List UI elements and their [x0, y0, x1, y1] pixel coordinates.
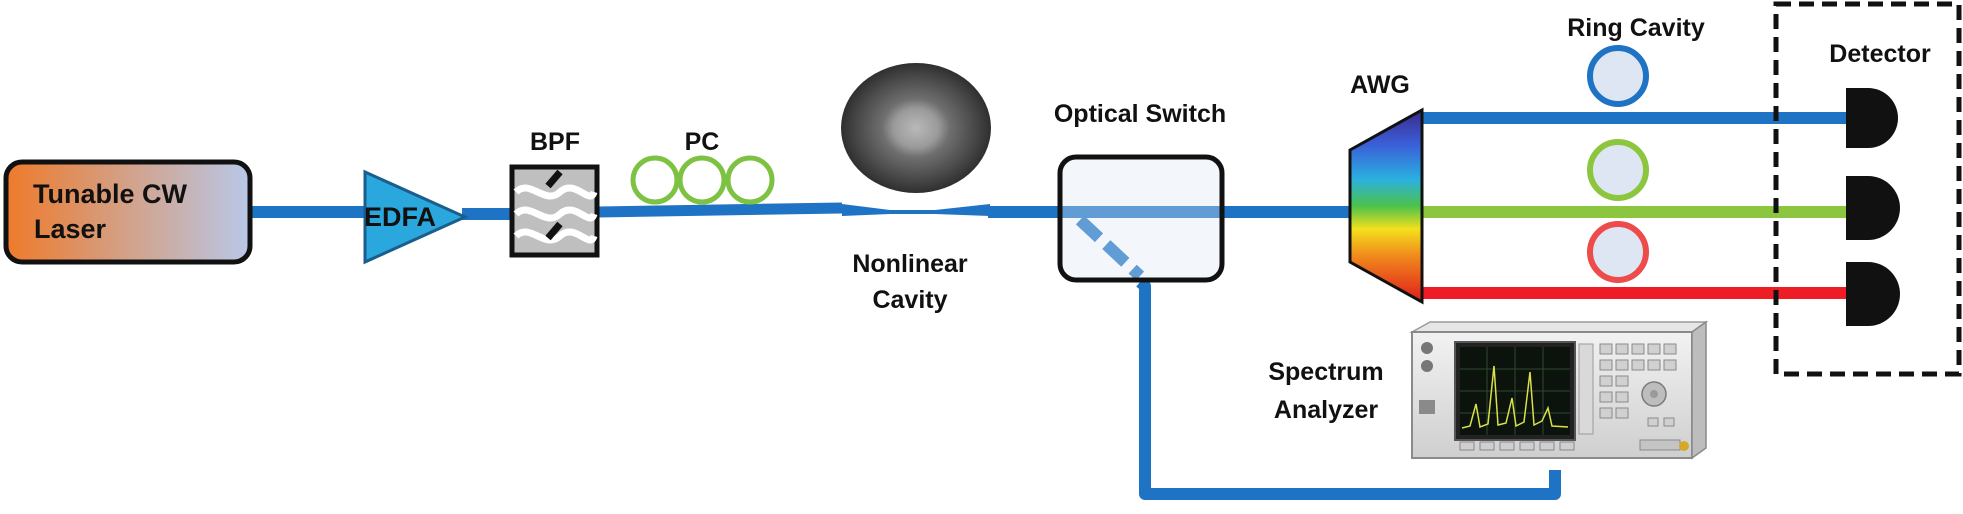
bandpass-filter: BPF [509, 128, 600, 258]
laser-label-line2: Laser [34, 214, 107, 244]
spectrum-analyzer-icon [1409, 320, 1709, 460]
optical-switch-label: Optical Switch [1054, 100, 1226, 128]
laser-source [3, 159, 253, 265]
edfa-label: EDFA [364, 202, 436, 232]
spectrum-analyzer-label-line1: Spectrum [1268, 358, 1383, 386]
fiber-switch-branch-dashed [1075, 215, 1145, 281]
polarization-controller-icon [630, 155, 775, 205]
photodetector-icon-3 [1846, 262, 1900, 326]
photodetector-icon-1 [1846, 88, 1898, 148]
pc-label: PC [685, 128, 720, 156]
detector-label: Detector [1829, 40, 1931, 68]
bandpass-filter-icon [509, 164, 600, 258]
detector-group: Detector [1773, 1, 1962, 377]
optical-switch: Optical Switch [1054, 100, 1226, 283]
nonlinear-cavity-label-line1: Nonlinear [852, 250, 968, 278]
fiber-network [250, 112, 1846, 500]
awg-icon [1348, 107, 1424, 305]
ring-cavity-label: Ring Cavity [1567, 14, 1705, 42]
polarization-controller: PC [630, 128, 775, 205]
nonlinear-cavity: Nonlinear Cavity [841, 63, 991, 314]
fiber-bpf-to-cavity [597, 202, 843, 218]
ring-cavity-icon-green [1587, 139, 1649, 201]
spectrum-analyzer-label-line2: Analyzer [1274, 396, 1378, 424]
fiber-taper [842, 204, 990, 216]
detector-boundary [1773, 1, 1962, 377]
optical-switch-icon [1057, 154, 1225, 283]
ring-cavities: Ring Cavity [1567, 14, 1705, 283]
arrayed-waveguide-grating: AWG [1348, 71, 1424, 305]
fiber-to-spectrum-analyzer [1136, 277, 1561, 500]
ring-cavity-icon-blue [1587, 45, 1649, 107]
nonlinear-cavity-label-line2: Cavity [872, 286, 947, 314]
photodetector-icon-2 [1846, 176, 1900, 240]
spectrum-analyzer: Spectrum Analyzer [1268, 320, 1709, 460]
bpf-label: BPF [530, 128, 580, 156]
awg-label: AWG [1350, 71, 1410, 99]
edfa-amplifier-icon [363, 169, 469, 265]
nonlinear-cavity-icon [841, 63, 991, 193]
edfa: EDFA [363, 169, 469, 265]
ring-cavity-icon-red [1587, 221, 1649, 283]
laser-label-line1: Tunable CW [33, 179, 188, 209]
tunable-cw-laser: Tunable CW Laser [3, 159, 253, 265]
